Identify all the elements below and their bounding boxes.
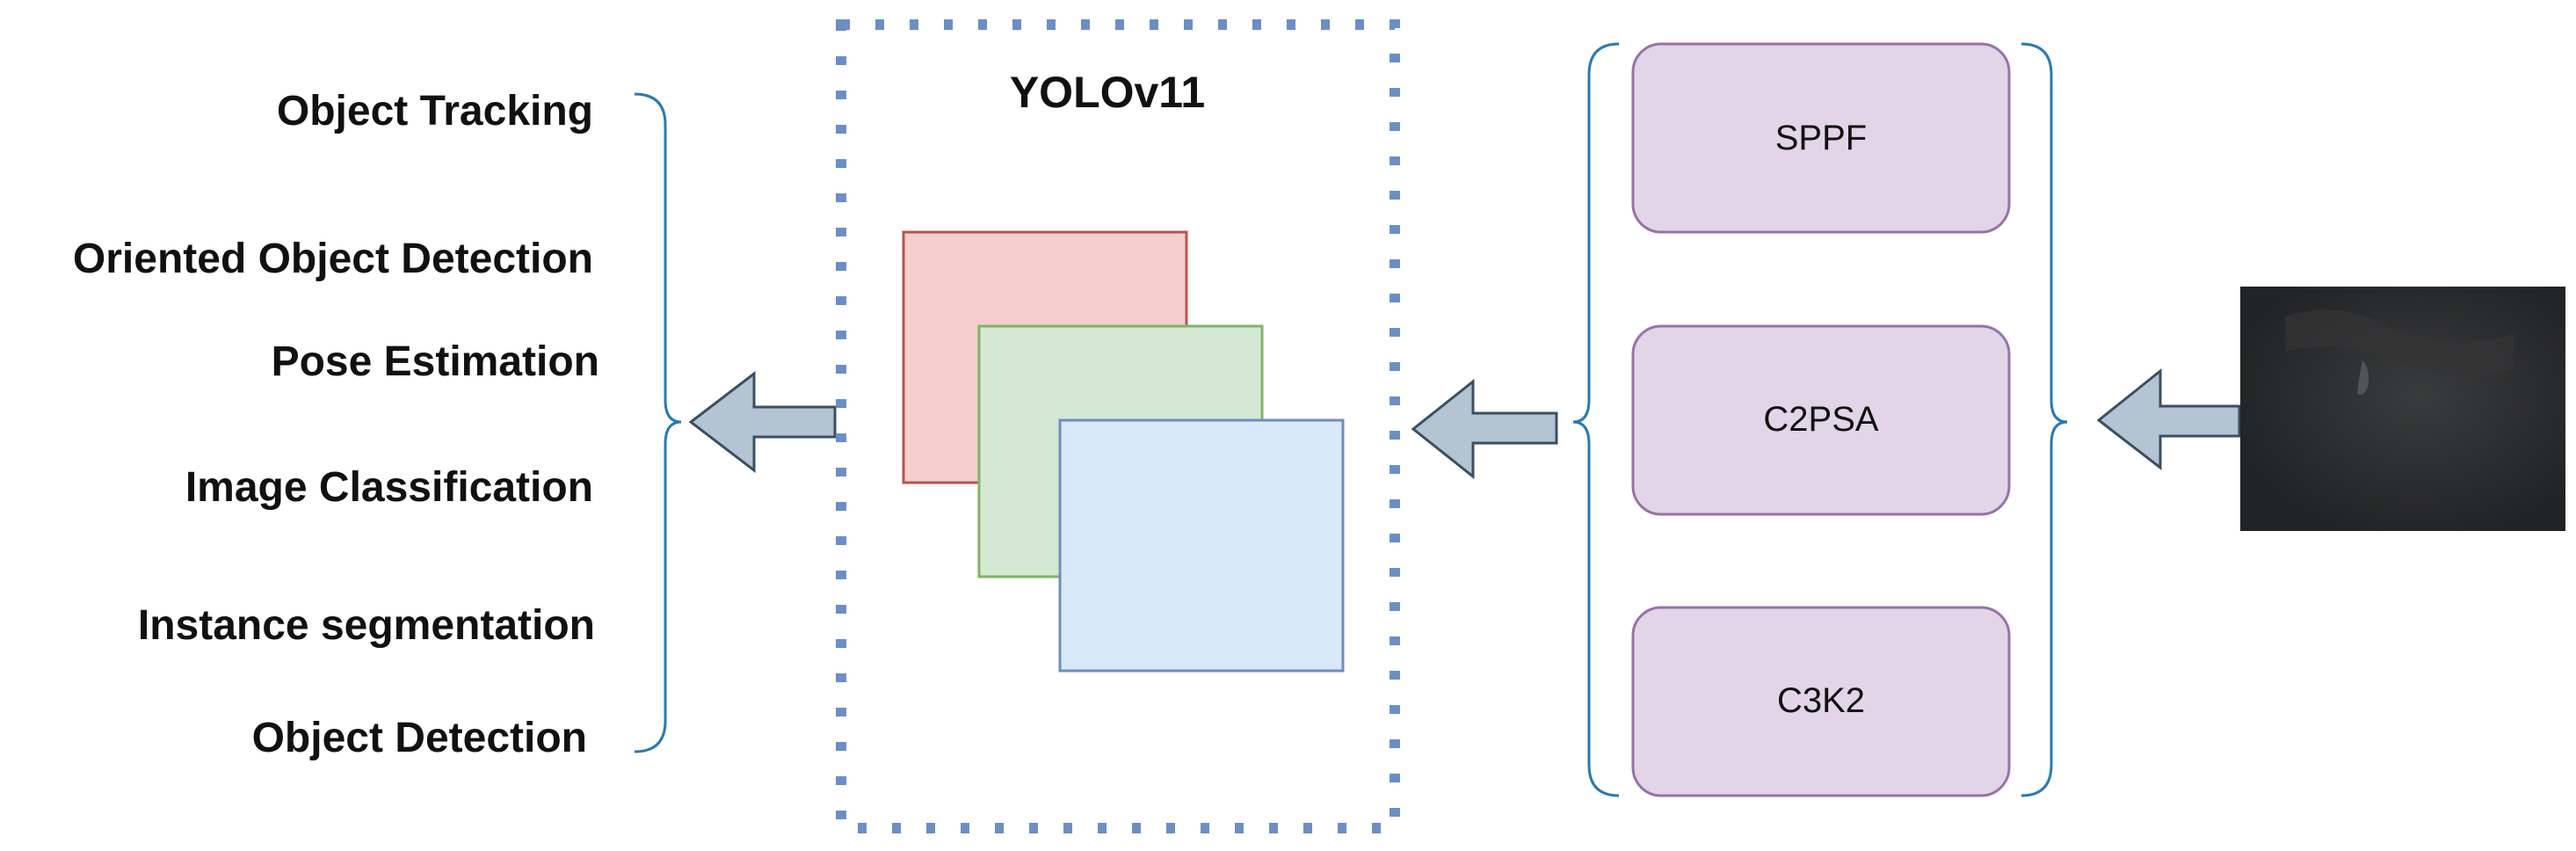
input-image (2240, 287, 2565, 531)
module-c2psa: C2PSA (1631, 324, 2011, 516)
module-label-sppf: SPPF (1775, 119, 1867, 157)
task-image-classification: Image Classification (185, 464, 593, 511)
module-label-c3k2: C3K2 (1777, 681, 1865, 720)
task-object-detection: Object Detection (252, 715, 587, 761)
arrow-to-modules (2096, 367, 2241, 471)
module-box-sppf (1631, 42, 2011, 234)
module-sppf: SPPF (1631, 42, 2011, 234)
input-image-texture (2285, 309, 2514, 376)
task-pose-estimation: Pose Estimation (272, 338, 599, 385)
module-box-c3k2 (1631, 606, 2011, 797)
yolov11-container (836, 19, 1400, 833)
yolov11-title: YOLOv11 (1010, 68, 1205, 117)
modules-bracket-right (2021, 42, 2068, 797)
task-oriented-object-detection: Oriented Object Detection (73, 236, 593, 282)
arrow-to-yolov11 (1411, 378, 1558, 480)
module-label-c2psa: C2PSA (1763, 400, 1878, 439)
module-box-c2psa (1631, 324, 2011, 516)
tasks-bracket (634, 92, 682, 753)
feature-card-blue (1058, 418, 1345, 673)
task-instance-segmentation: Instance segmentation (138, 602, 595, 649)
modules-bracket-left (1572, 42, 1620, 797)
module-c3k2: C3K2 (1631, 606, 2011, 797)
arrow-to-tasks (688, 370, 837, 474)
task-object-tracking: Object Tracking (277, 88, 593, 135)
task-list: Object Tracking Oriented Object Detectio… (73, 88, 599, 761)
input-image-highlight (2357, 360, 2369, 395)
